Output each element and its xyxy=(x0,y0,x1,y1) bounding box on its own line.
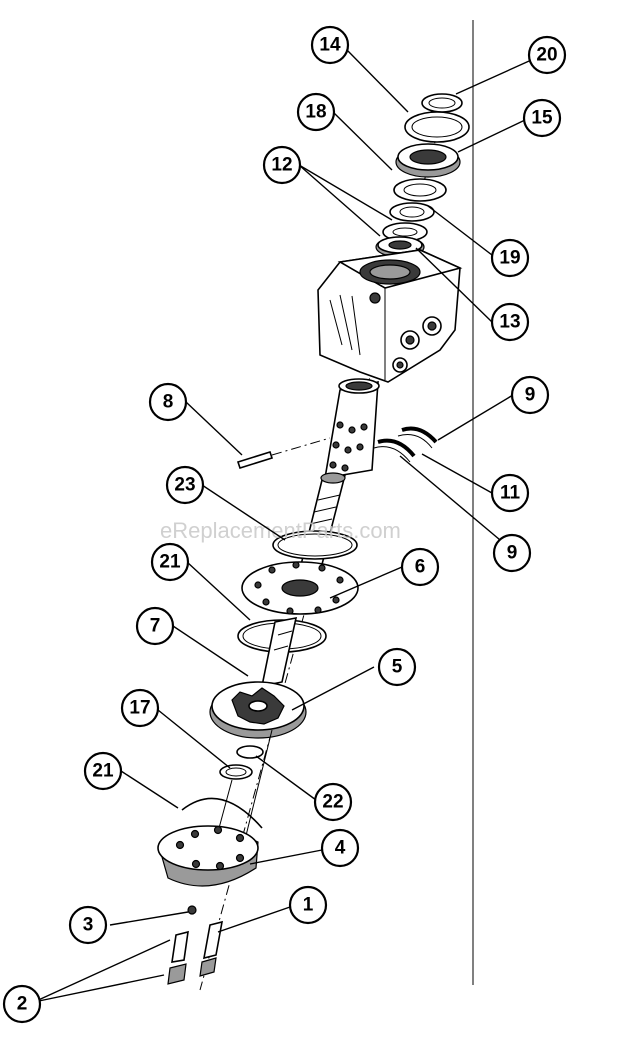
svg-text:1: 1 xyxy=(303,895,314,916)
spool-sleeve xyxy=(324,378,380,479)
svg-text:23: 23 xyxy=(174,475,195,496)
part-19-washer xyxy=(389,202,435,222)
svg-text:15: 15 xyxy=(531,108,553,129)
callout-13: 13 xyxy=(490,302,530,342)
callout-22: 22 xyxy=(313,782,353,822)
svg-text:19: 19 xyxy=(499,248,520,269)
part-5-gerotor xyxy=(209,681,307,739)
callout-20: 20 xyxy=(527,35,567,75)
callout-2: 2 xyxy=(2,984,42,1024)
svg-text:9: 9 xyxy=(507,543,518,564)
callout-12: 12 xyxy=(262,145,302,185)
part-14-ring xyxy=(404,111,470,143)
callout-7: 7 xyxy=(135,606,175,646)
part-22-ring xyxy=(236,745,264,759)
callout-11: 11 xyxy=(490,473,530,513)
part-8-pin xyxy=(236,451,274,469)
callout-21-upper: 21 xyxy=(150,542,190,582)
svg-text:21: 21 xyxy=(159,552,181,573)
svg-text:6: 6 xyxy=(415,557,426,578)
svg-text:13: 13 xyxy=(499,312,520,333)
svg-text:5: 5 xyxy=(392,657,403,678)
part-20-seal xyxy=(421,93,463,113)
part-9-centering-springs xyxy=(397,426,438,449)
svg-text:9: 9 xyxy=(525,385,536,406)
svg-text:14: 14 xyxy=(319,35,341,56)
part-6-spacer-plate xyxy=(241,561,359,615)
callout-14: 14 xyxy=(310,25,350,65)
callout-18: 18 xyxy=(296,92,336,132)
part-17-seal xyxy=(219,764,253,780)
svg-text:3: 3 xyxy=(83,915,94,936)
callout-5: 5 xyxy=(377,647,417,687)
svg-text:7: 7 xyxy=(150,616,161,637)
svg-text:8: 8 xyxy=(163,392,174,413)
svg-text:11: 11 xyxy=(500,483,521,504)
watermark: eReplacementParts.com xyxy=(160,518,401,543)
part-3-ball xyxy=(187,905,197,915)
callout-8: 8 xyxy=(148,382,188,422)
part-15-dust-seal xyxy=(395,143,461,178)
part-23-o-ring xyxy=(272,530,358,560)
callout-3: 3 xyxy=(68,905,108,945)
leader-lines xyxy=(33,49,539,1003)
part-1-check-valve xyxy=(199,920,224,977)
callout-9-upper: 9 xyxy=(510,375,550,415)
svg-text:2: 2 xyxy=(17,994,28,1015)
callout-19: 19 xyxy=(490,238,530,278)
svg-text:12: 12 xyxy=(271,155,292,176)
part-18-retainer xyxy=(393,178,447,202)
part-4-end-cap xyxy=(157,825,259,887)
svg-text:20: 20 xyxy=(536,45,557,66)
housing xyxy=(317,249,463,383)
callout-17: 17 xyxy=(120,688,160,728)
callout-4: 4 xyxy=(320,828,360,868)
svg-text:21: 21 xyxy=(92,761,114,782)
part-11-springs xyxy=(373,438,416,463)
callout-23: 23 xyxy=(165,465,205,505)
callout-6: 6 xyxy=(400,547,440,587)
callout-21-lower: 21 xyxy=(83,751,123,791)
svg-text:22: 22 xyxy=(322,792,343,813)
callout-9-lower: 9 xyxy=(492,533,532,573)
svg-text:4: 4 xyxy=(335,838,346,859)
svg-text:17: 17 xyxy=(129,698,150,719)
part-7-drive xyxy=(260,616,298,688)
pin-axis xyxy=(271,437,331,456)
svg-text:18: 18 xyxy=(305,102,326,123)
callout-15: 15 xyxy=(522,98,562,138)
part-2-plug xyxy=(167,930,189,985)
part-21-seal-lower xyxy=(181,797,263,829)
callout-1: 1 xyxy=(288,885,328,925)
